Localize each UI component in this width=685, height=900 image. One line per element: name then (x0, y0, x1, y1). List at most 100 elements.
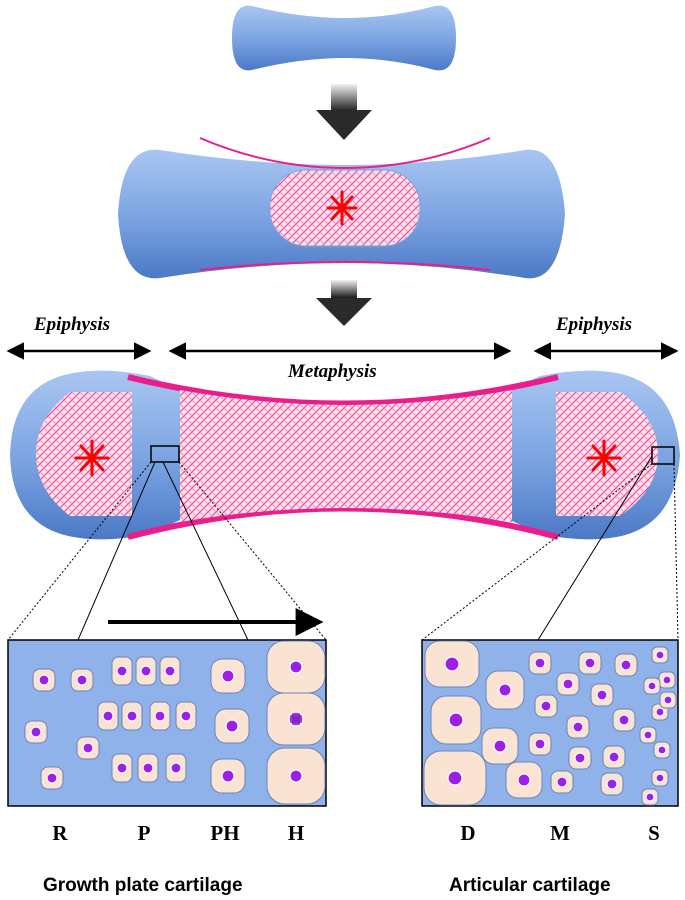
proliferative-cell (111, 656, 133, 686)
nucleus (608, 751, 620, 763)
articular-zone-label: M (550, 821, 570, 845)
nucleus (225, 719, 239, 733)
nucleus (126, 710, 138, 722)
nucleus (180, 710, 192, 722)
resting-cell (32, 668, 56, 692)
middle-zone-cell (602, 745, 626, 769)
epiphysis-label-right: Epiphysis (555, 314, 632, 335)
middle-zone-cell (528, 732, 552, 756)
growth-plate-zoom-box (150, 445, 180, 463)
proliferative-cell (137, 753, 159, 783)
superficial-zone-cell (653, 741, 671, 759)
middle-zone-cell (534, 694, 558, 718)
nucleus (655, 773, 665, 783)
growth-plate-zone-label: P (138, 821, 151, 845)
proliferative-cell (149, 701, 171, 731)
nucleus (447, 770, 463, 786)
nucleus (618, 714, 630, 726)
nucleus (221, 669, 235, 683)
resting-cell (40, 766, 64, 790)
deep-zone-cell (423, 750, 487, 806)
nucleus (164, 665, 176, 677)
growth-plate-caption: Growth plate cartilage (43, 875, 243, 896)
nucleus (289, 769, 303, 783)
nucleus (584, 657, 596, 669)
nucleus (444, 656, 460, 672)
middle-zone-cell (566, 715, 590, 739)
epiphysis-label-left: Epiphysis (33, 314, 110, 335)
prehypertrophic-cell (210, 758, 246, 794)
bone-stage-2 (118, 137, 565, 279)
growth-plate-panel (7, 639, 327, 807)
asterisk-star-icon (586, 439, 622, 477)
nucleus (116, 762, 128, 774)
proliferative-cell (165, 753, 187, 783)
superficial-zone-cell (651, 769, 669, 787)
nucleus (448, 712, 464, 728)
nucleus (76, 674, 88, 686)
superficial-zone-cell (651, 646, 669, 664)
nucleus (663, 695, 673, 705)
proliferative-cell (121, 701, 143, 731)
prehypertrophic-cell (210, 658, 246, 694)
deep-zone-cell (485, 670, 525, 710)
asterisk-star-icon (326, 190, 358, 226)
bone-stage-1 (232, 5, 456, 71)
articular-zone-label: D (460, 821, 475, 845)
deep-zone-cell (505, 761, 543, 799)
middle-zone-cell (614, 653, 638, 677)
superficial-zone-cell (639, 726, 657, 744)
proliferative-cell (111, 753, 133, 783)
deep-zone-cell (430, 695, 482, 745)
middle-zone-cell (600, 772, 624, 796)
hypertrophic-cell (266, 640, 326, 694)
nucleus (82, 742, 94, 754)
superficial-zone-cell (643, 677, 661, 695)
nucleus (534, 657, 546, 669)
growth-plate-zone-label: H (288, 821, 304, 845)
nucleus (556, 776, 568, 788)
nucleus (493, 739, 507, 753)
proliferative-cell (97, 701, 119, 731)
prehypertrophic-cell (214, 708, 250, 744)
nucleus (154, 710, 166, 722)
nucleus (655, 707, 665, 717)
nucleus (574, 752, 586, 764)
nucleus (596, 689, 608, 701)
proliferative-cell (175, 701, 197, 731)
resting-cell (24, 720, 48, 744)
nucleus (38, 674, 50, 686)
resting-cell (70, 668, 94, 692)
nucleus (102, 710, 114, 722)
nucleus (170, 762, 182, 774)
gradient-down-arrow-icon (316, 280, 372, 326)
nucleus (562, 678, 574, 690)
nucleus (647, 681, 657, 691)
middle-zone-cell (578, 651, 602, 675)
middle-zone-cell (528, 651, 552, 675)
metaphysis-label: Metaphysis (287, 361, 377, 382)
middle-zone-cell (568, 746, 592, 770)
gradient-down-arrow-icon (316, 84, 372, 140)
resting-cell (76, 736, 100, 760)
proliferative-cell (135, 656, 157, 686)
proliferative-cell (159, 656, 181, 686)
nucleus (288, 711, 304, 727)
articular-cartilage-panel (421, 639, 679, 807)
nucleus (142, 762, 154, 774)
nucleus (620, 659, 632, 671)
nucleus (662, 675, 672, 685)
nucleus (517, 773, 531, 787)
nucleus (221, 769, 235, 783)
superficial-zone-cell (641, 788, 659, 806)
articular-caption: Articular cartilage (449, 875, 611, 896)
nucleus (140, 665, 152, 677)
nucleus (657, 745, 667, 755)
middle-zone-cell (550, 770, 574, 794)
nucleus (30, 726, 42, 738)
nucleus (116, 665, 128, 677)
hypertrophic-cell (266, 747, 326, 805)
nucleus (540, 700, 552, 712)
growth-plate-zone-label: R (52, 821, 68, 845)
